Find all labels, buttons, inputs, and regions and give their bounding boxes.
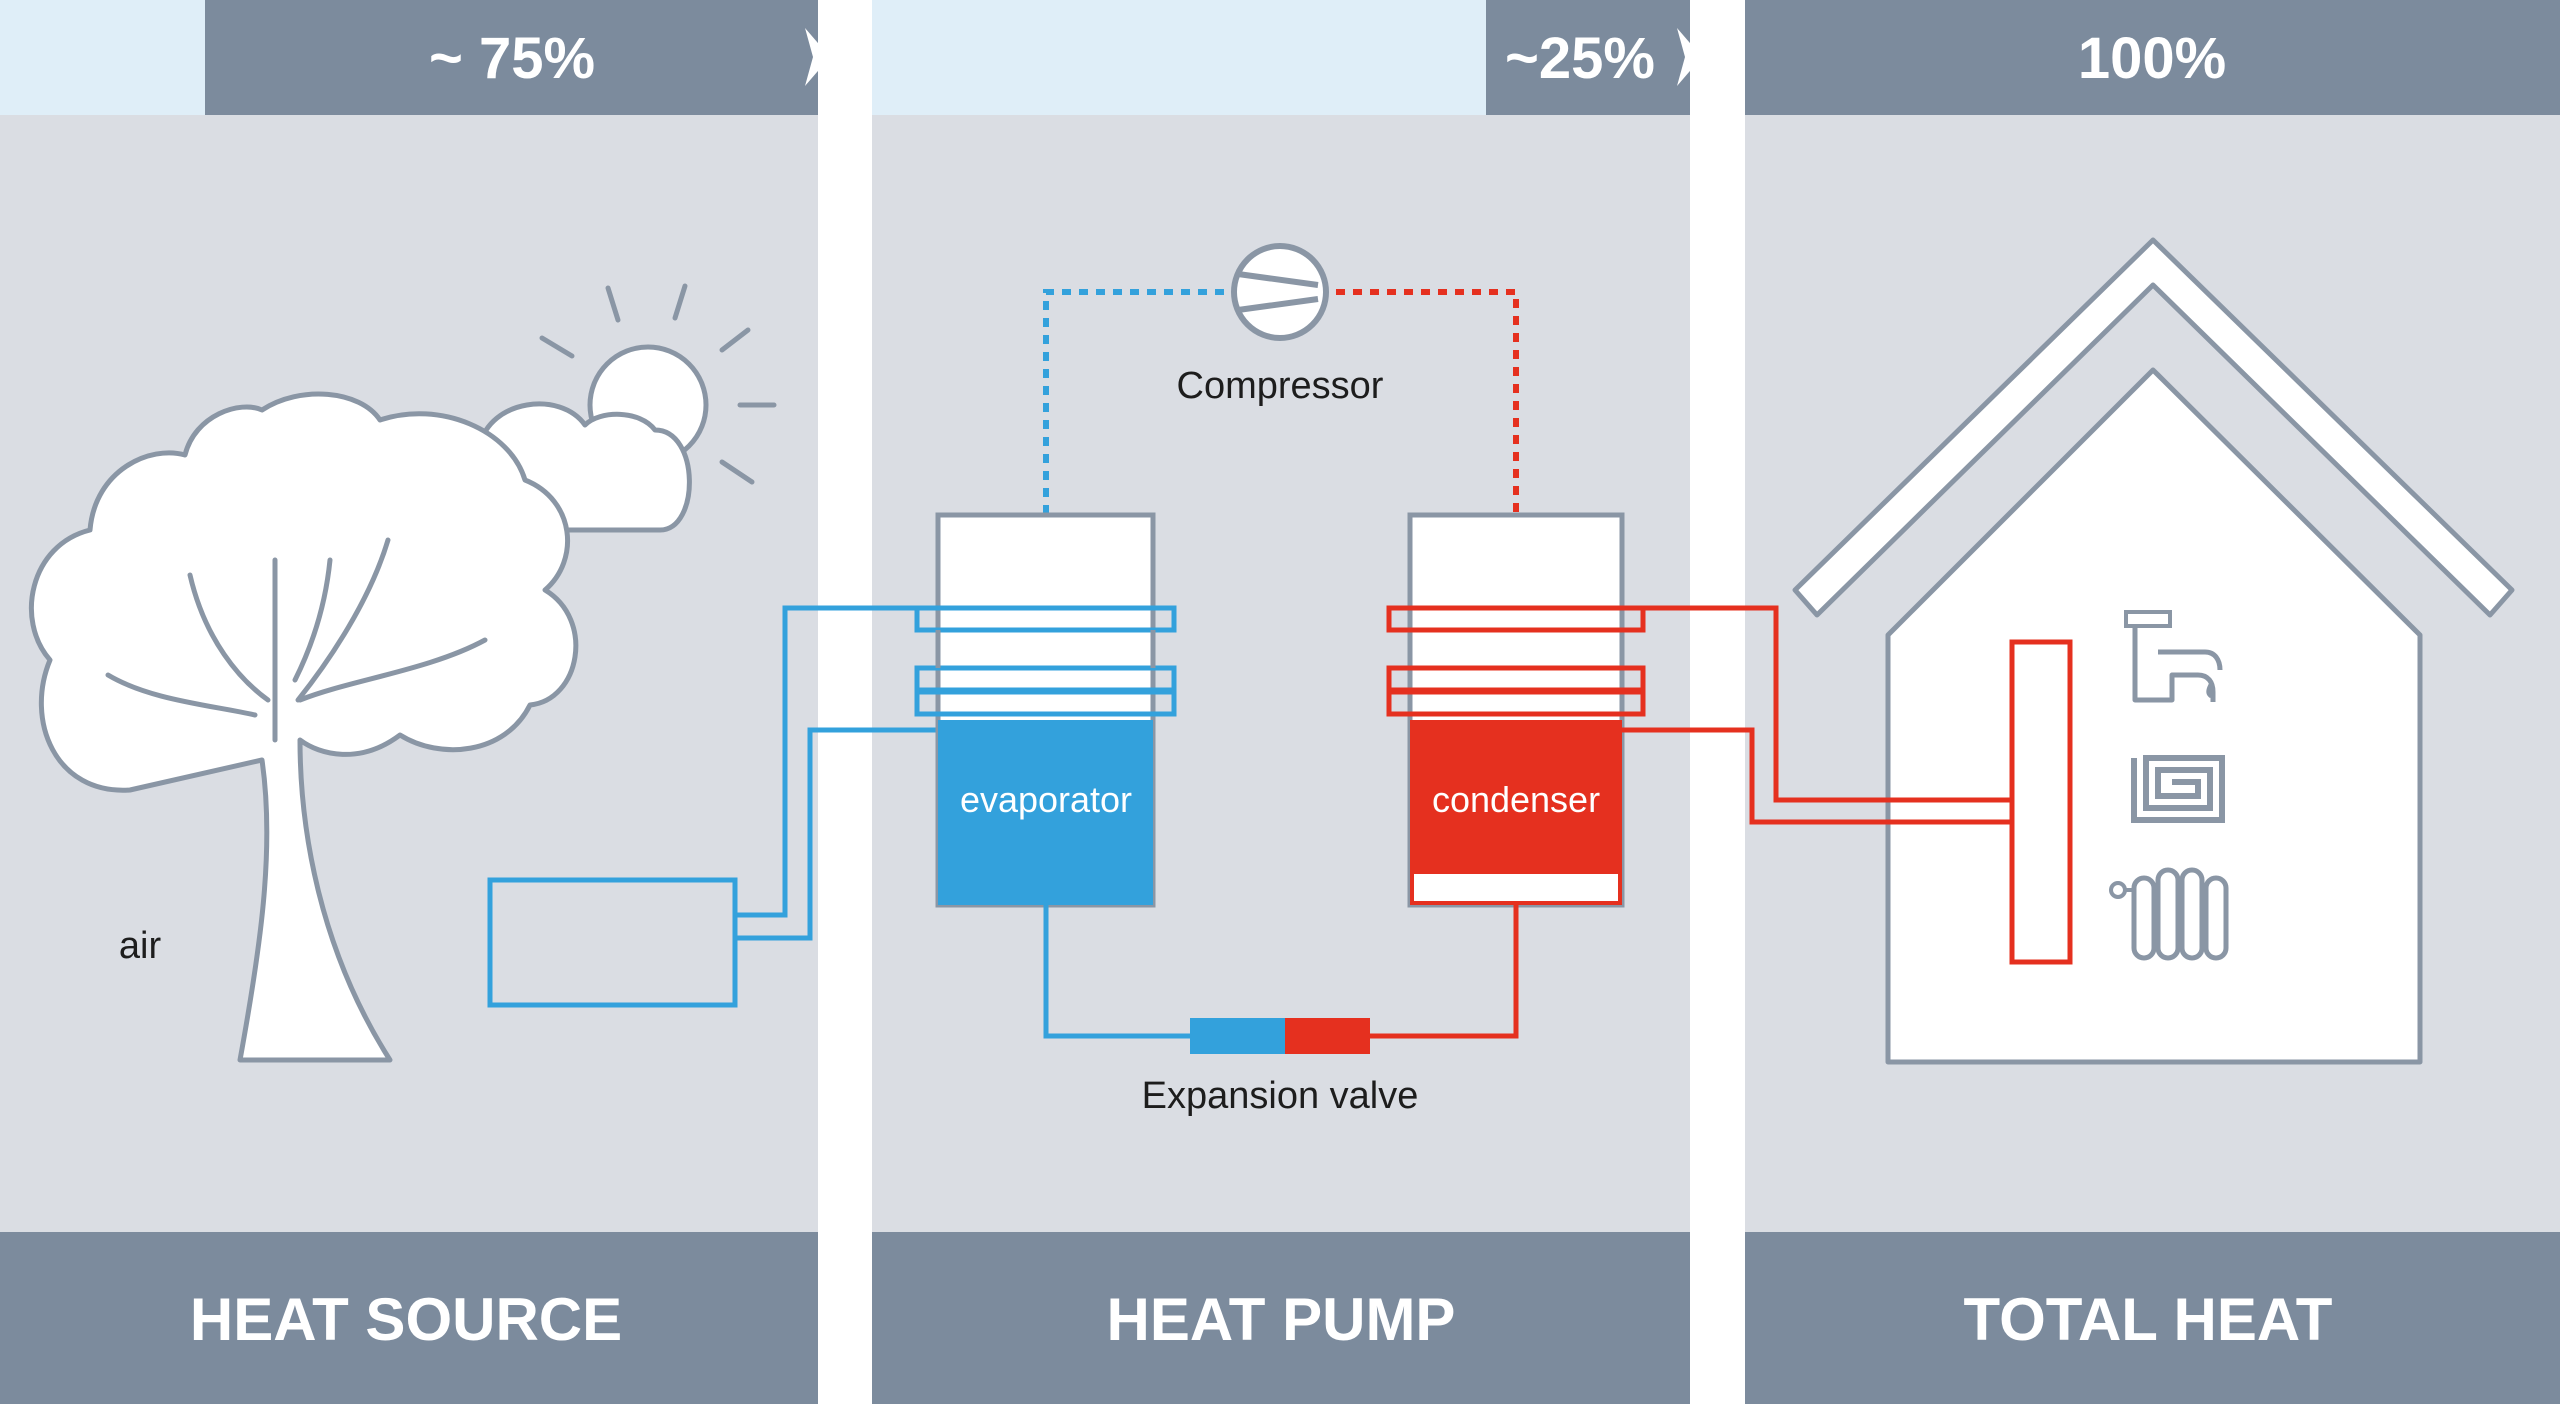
total-heat-share: 100% bbox=[2078, 26, 2226, 91]
tree-icon bbox=[28, 391, 579, 1063]
condenser-unit bbox=[1386, 512, 1646, 908]
expansion-valve-label: Expansion valve bbox=[1142, 1075, 1419, 1117]
total-heat-title: TOTAL HEAT bbox=[1964, 1286, 2333, 1353]
liquid-line-cold bbox=[1043, 905, 1195, 1039]
chevron-right-icon bbox=[1677, 28, 1702, 86]
compressor-label: Compressor bbox=[1177, 365, 1384, 407]
heat-pump-share: ~25% bbox=[1505, 26, 1655, 91]
air-label: air bbox=[119, 925, 162, 967]
suction-line bbox=[1043, 289, 1233, 565]
panel-heat-source: ~ 75% HEAT SOURCE bbox=[0, 0, 818, 1404]
supply-line bbox=[1622, 605, 2012, 803]
floor-heating-icon bbox=[2131, 755, 2225, 823]
discharge-line bbox=[1336, 289, 1519, 565]
heat-pump-title: HEAT PUMP bbox=[1107, 1286, 1456, 1353]
heat-source-share: ~ 75% bbox=[429, 26, 595, 91]
heat-source-title: HEAT SOURCE bbox=[190, 1286, 622, 1353]
compressor-icon bbox=[1231, 243, 1329, 341]
liquid-line-hot bbox=[1365, 905, 1519, 1039]
return-line bbox=[1622, 727, 2012, 825]
evaporator-unit bbox=[914, 512, 1177, 908]
expansion-valve-icon bbox=[1190, 1018, 1370, 1054]
condenser-label: condenser bbox=[1432, 779, 1600, 820]
evaporator-label: evaporator bbox=[960, 779, 1132, 820]
faucet-icon bbox=[2124, 610, 2223, 703]
chevron-right-icon bbox=[805, 28, 830, 86]
heat-distributor bbox=[2009, 639, 2073, 965]
radiator-icon bbox=[2109, 867, 2229, 961]
